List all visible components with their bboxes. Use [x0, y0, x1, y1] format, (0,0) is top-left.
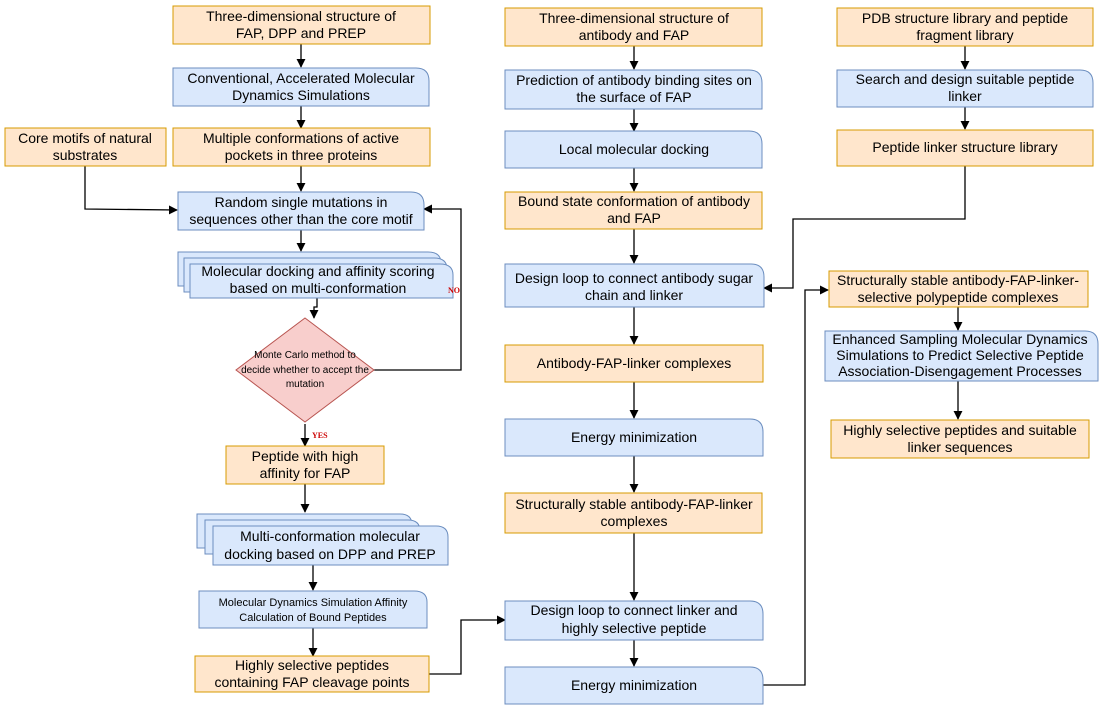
- svg-text:Structurally stable antibody-F: Structurally stable antibody-FAP-linker-…: [837, 272, 1079, 305]
- svg-text:Energy minimization: Energy minimization: [571, 677, 697, 693]
- svg-text:Local molecular docking: Local molecular docking: [559, 141, 709, 157]
- svg-text:Enhanced Sampling Molecular Dy: Enhanced Sampling Molecular DynamicsSimu…: [832, 331, 1087, 379]
- svg-text:Antibody-FAP-linker complexes: Antibody-FAP-linker complexes: [537, 355, 732, 371]
- edge-n7-n5-no: [374, 204, 462, 371]
- edges: [84, 44, 970, 686]
- node-energy-minimization-1: Energy minimization: [504, 418, 764, 457]
- no-label: NO: [448, 286, 460, 295]
- node-antibody-fap-linker-complexes: Antibody-FAP-linker complexes: [504, 344, 764, 383]
- svg-text:Multiple conformations of acti: Multiple conformations of activepockets …: [203, 130, 399, 163]
- svg-text:Design loop to connect linker: Design loop to connect linker andhighly …: [530, 602, 737, 636]
- edge-r3-m5: [763, 166, 966, 293]
- svg-text:Molecular Dynamics Simulation: Molecular Dynamics Simulation AffinityCa…: [219, 597, 408, 624]
- svg-text:Peptide linker structure libra: Peptide linker structure library: [872, 139, 1057, 155]
- node-stable-selective-polypeptide-complexes: Structurally stable antibody-FAP-linker-…: [828, 270, 1089, 308]
- svg-text:Bound state conformation of an: Bound state conformation of antibodyand …: [518, 193, 750, 226]
- edge-n6-n7: [309, 298, 319, 319]
- svg-text:Design loop to connect antibod: Design loop to connect antibody sugarcha…: [515, 270, 753, 303]
- svg-text:PDB structure library and pept: PDB structure library and peptidefragmen…: [862, 10, 1068, 43]
- svg-text:Highly selective peptides and: Highly selective peptides and suitableli…: [843, 422, 1077, 455]
- node-peptide-linker-library: Peptide linker structure library: [836, 129, 1094, 167]
- yes-label: YES: [312, 431, 328, 440]
- svg-text:Molecular docking and affinity: Molecular docking and affinity scoringba…: [201, 263, 434, 296]
- node-energy-minimization-2: Energy minimization: [504, 666, 764, 705]
- node-local-docking: Local molecular docking: [504, 130, 763, 169]
- svg-text:Energy minimization: Energy minimization: [571, 429, 697, 445]
- svg-text:Prediction of antibody binding: Prediction of antibody binding sites ont…: [516, 72, 752, 105]
- edge-m10-r4: [763, 285, 829, 686]
- edge-n11-m9: [429, 615, 506, 675]
- svg-text:Structurally stable antibody-F: Structurally stable antibody-FAP-linkerc…: [515, 496, 753, 529]
- svg-text:Conventional, Accelerated Mole: Conventional, Accelerated MolecularDynam…: [187, 70, 415, 103]
- edge-n4-n5: [84, 166, 178, 215]
